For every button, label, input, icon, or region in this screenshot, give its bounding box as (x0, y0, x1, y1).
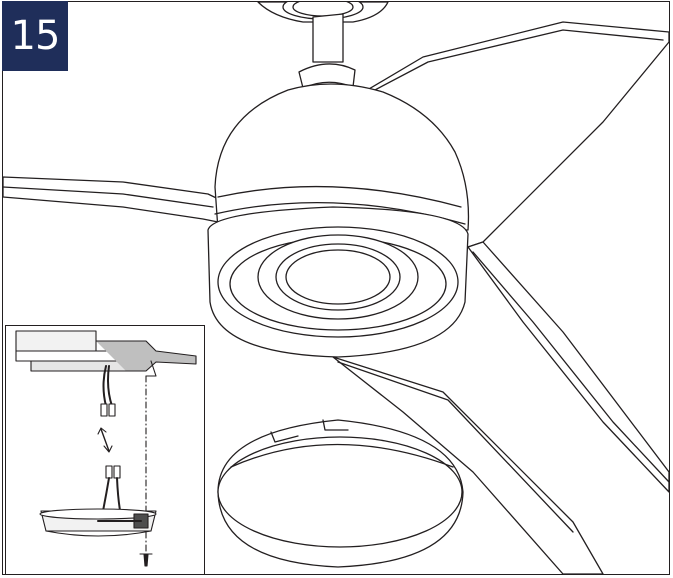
motor-housing (214, 83, 470, 231)
downrod (312, 13, 344, 63)
wiring-detail-illustration (15, 330, 197, 567)
wiring-detail-inset (5, 325, 205, 575)
blade-lower (332, 356, 604, 574)
blade-left (3, 176, 236, 225)
fan-illustration (3, 2, 669, 574)
step-number-badge: 15 (2, 1, 68, 71)
